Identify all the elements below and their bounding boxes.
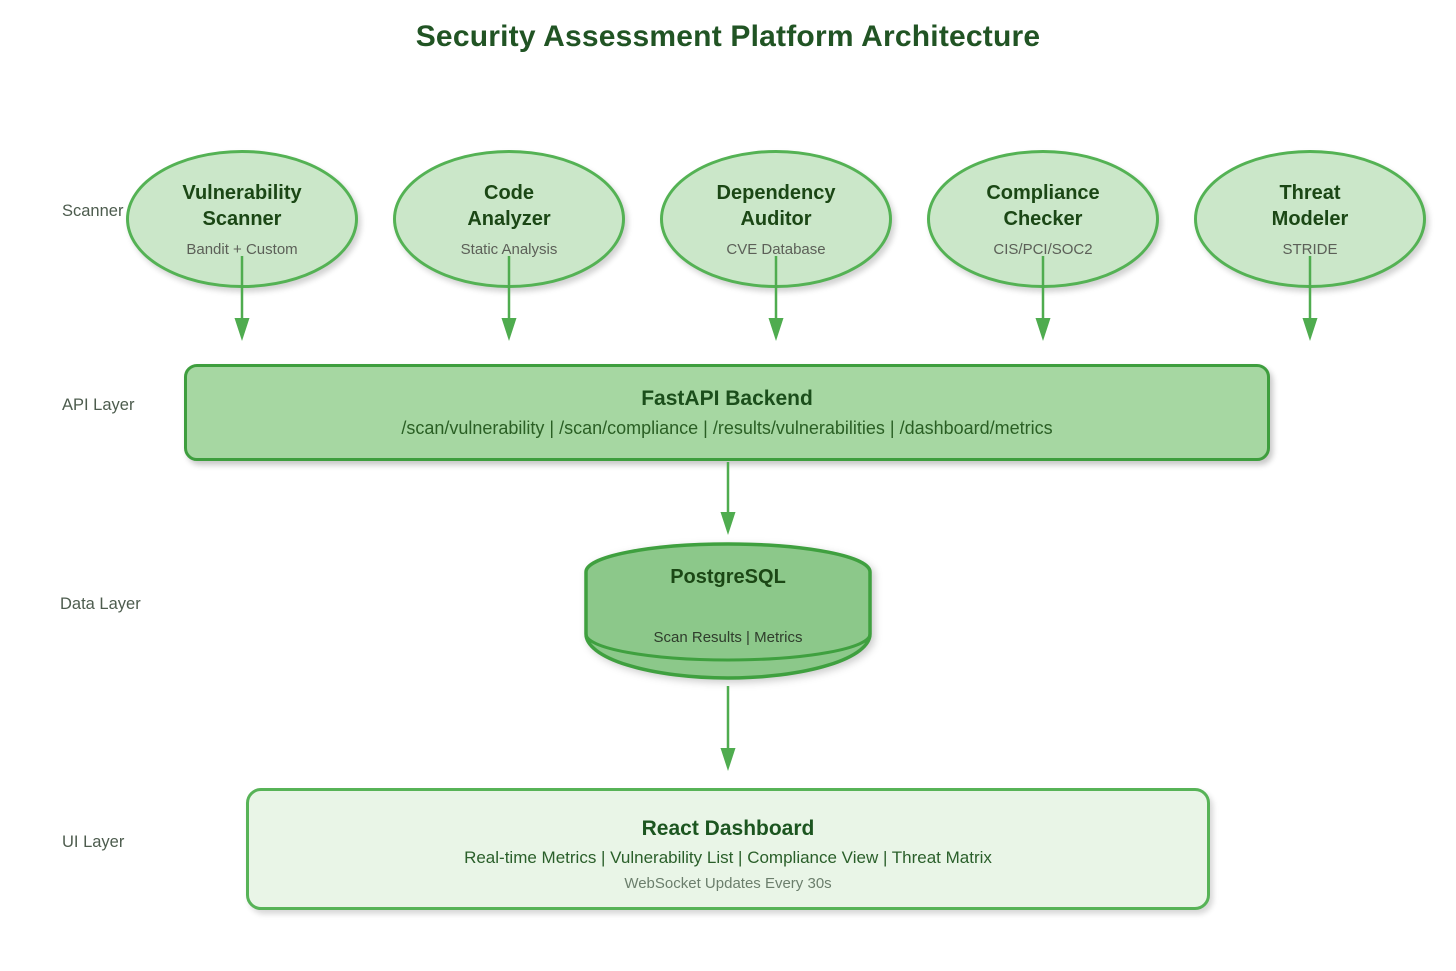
arrow-api-to-database xyxy=(720,462,736,535)
node-compliance-checker: Compliance Checker CIS/PCI/SOC2 xyxy=(927,150,1159,288)
node-threat-modeler: Threat Modeler STRIDE xyxy=(1194,150,1426,288)
dashboard-updates: WebSocket Updates Every 30s xyxy=(624,874,832,892)
db-contents: Scan Results | Metrics xyxy=(653,629,803,646)
node-title: FastAPI Backend xyxy=(641,386,813,410)
node-title: Vulnerability Scanner xyxy=(182,182,302,230)
node-subtitle: STRIDE xyxy=(1282,241,1338,258)
layer-label-ui: UI Layer xyxy=(62,833,125,851)
node-react-dashboard: React Dashboard Real-time Metrics | Vuln… xyxy=(246,788,1210,910)
arrow-database-to-dashboard xyxy=(720,686,736,771)
node-postgresql-database: PostgreSQL Scan Results | Metrics xyxy=(582,538,874,688)
node-title: React Dashboard xyxy=(641,816,815,840)
node-subtitle: CVE Database xyxy=(726,241,826,258)
node-title: Threat Modeler xyxy=(1271,182,1349,230)
layer-label-data: Data Layer xyxy=(60,595,141,613)
node-vulnerability-scanner: Vulnerability Scanner Bandit + Custom xyxy=(126,150,358,288)
node-dependency-auditor: Dependency Auditor CVE Database xyxy=(660,150,892,288)
node-subtitle: CIS/PCI/SOC2 xyxy=(993,241,1093,258)
node-code-analyzer: Code Analyzer Static Analysis xyxy=(393,150,625,288)
node-subtitle: Bandit + Custom xyxy=(186,241,298,258)
layer-label-api: API Layer xyxy=(62,396,135,414)
diagram-title: Security Assessment Platform Architectur… xyxy=(415,20,1041,53)
node-subtitle: Static Analysis xyxy=(460,241,558,258)
database-cylinder-icon xyxy=(584,542,872,680)
node-title: Dependency Auditor xyxy=(716,182,836,230)
node-title: Compliance Checker xyxy=(986,182,1100,230)
dashboard-features: Real-time Metrics | Vulnerability List |… xyxy=(464,847,992,867)
node-fastapi-backend: FastAPI Backend /scan/vulnerability | /s… xyxy=(184,364,1270,461)
node-title: PostgreSQL xyxy=(670,566,786,588)
api-endpoints: /scan/vulnerability | /scan/compliance |… xyxy=(401,417,1053,438)
node-title: Code Analyzer xyxy=(467,182,551,230)
